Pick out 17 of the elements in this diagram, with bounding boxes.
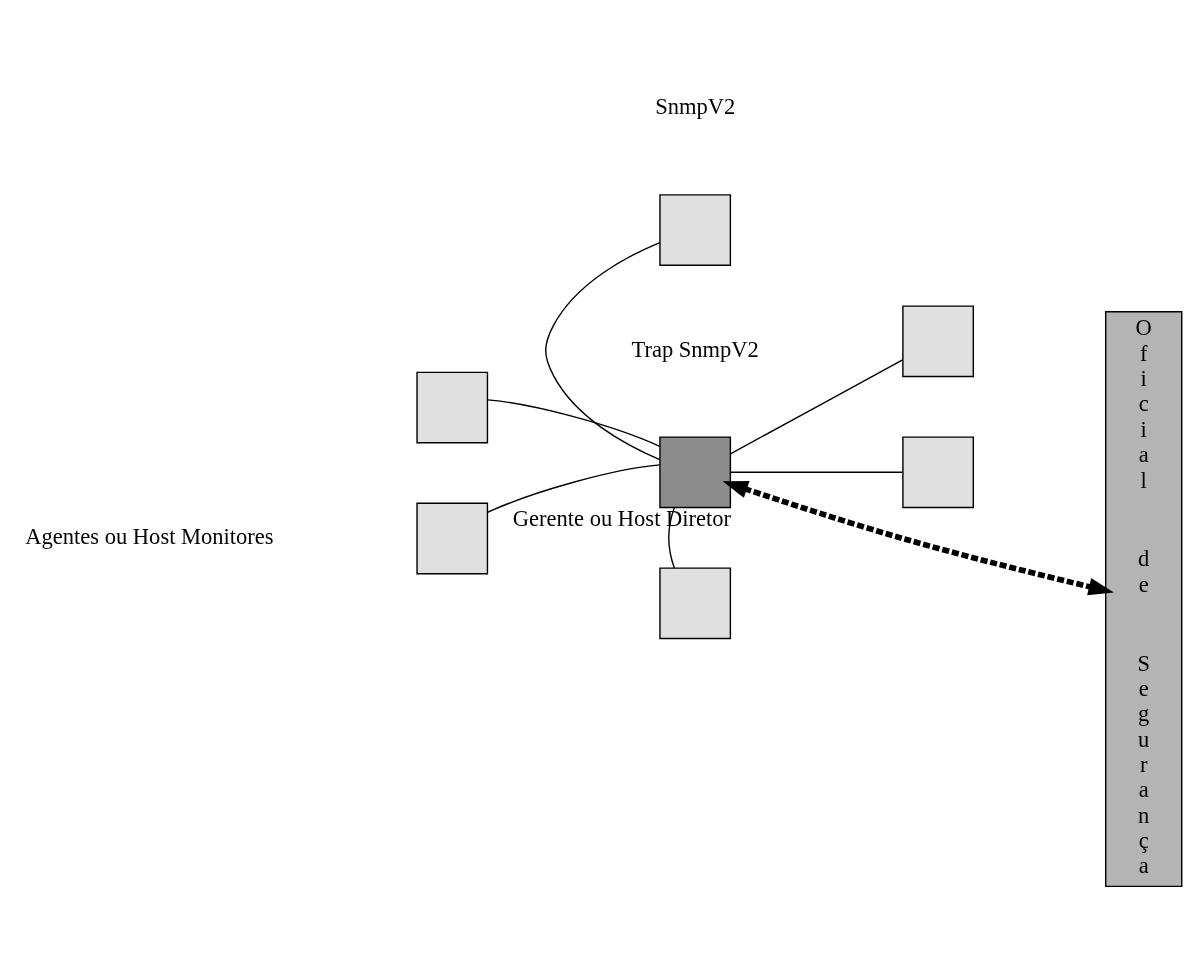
connector: [545, 241, 661, 460]
node-box: Oficial de Segurança: [1105, 310, 1183, 887]
label: Agentes ou Host Monitores: [25, 523, 274, 549]
connector: [729, 358, 904, 455]
node-box: [416, 371, 489, 443]
node-box: [416, 502, 489, 574]
connector: [729, 471, 904, 473]
node-box: [902, 435, 974, 508]
label: Trap SnmpV2: [631, 336, 759, 362]
node-box: [659, 193, 732, 266]
connector: [486, 398, 661, 447]
node-box: [659, 566, 732, 639]
label: SnmpV2: [655, 93, 736, 119]
node-box: [902, 304, 974, 377]
connector: [486, 463, 661, 513]
arrow: [722, 480, 1114, 595]
node-box: [659, 435, 732, 508]
